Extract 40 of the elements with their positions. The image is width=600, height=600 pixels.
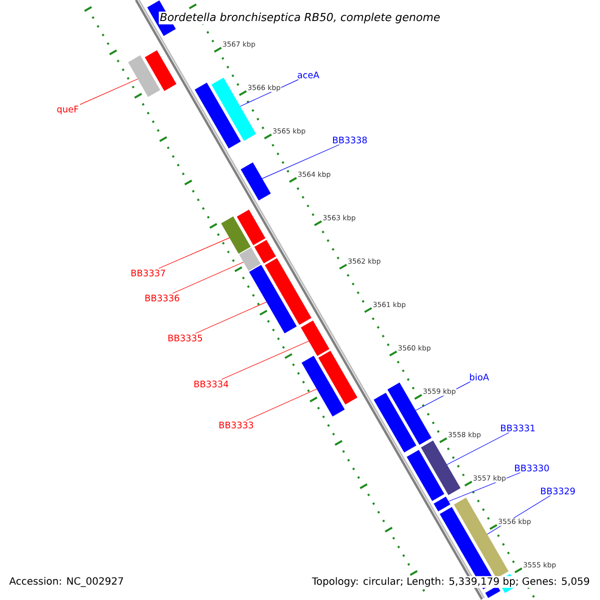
gene-bar: [420, 440, 461, 496]
leader-line: [246, 388, 318, 421]
gene-bar: [249, 264, 297, 334]
gene-bar: [144, 50, 176, 92]
gene-bar: [264, 258, 312, 325]
gene-label: BB3335: [168, 334, 202, 342]
gene-label: BB3336: [145, 294, 180, 302]
leader-line: [262, 144, 340, 179]
gene-bar: [300, 320, 330, 356]
gene-bar: [374, 392, 416, 453]
gene-bar: [240, 162, 271, 201]
gene-bar: [434, 496, 450, 512]
gene-bar: [194, 82, 241, 149]
leader-line: [221, 340, 309, 380]
gene-label: BB3331: [501, 424, 535, 432]
gene-bar: [302, 356, 345, 416]
gene-label: BB3337: [131, 270, 166, 276]
gene-bar: [221, 216, 251, 254]
leader-line: [172, 262, 244, 294]
gene-label: BB3338: [333, 136, 367, 144]
leader-line: [80, 78, 138, 105]
leader-line: [158, 238, 230, 269]
gene-bar: [254, 240, 276, 264]
title: Bordetella bronchiseptica RB50, complete genome: [158, 12, 442, 24]
gene-label: aceA: [298, 72, 320, 78]
gene-label: bioA: [470, 374, 490, 380]
gene-label: BB3330: [515, 464, 549, 472]
leader-line: [195, 302, 267, 334]
gene-label: BB3333: [219, 422, 254, 428]
gene-bar: [128, 55, 160, 97]
gene-bar: [239, 248, 261, 271]
gene-bar: [318, 350, 358, 405]
gene-label: queF: [57, 106, 78, 114]
gene-bar: [485, 586, 500, 598]
gene-label: BB3329: [541, 488, 575, 494]
footer-text: Accession: NC_002927: [8, 576, 125, 588]
gene-bar: [406, 450, 444, 502]
gene-label: BB3334: [194, 380, 228, 388]
leader-line: [446, 432, 510, 465]
gene-bar: [236, 210, 266, 246]
